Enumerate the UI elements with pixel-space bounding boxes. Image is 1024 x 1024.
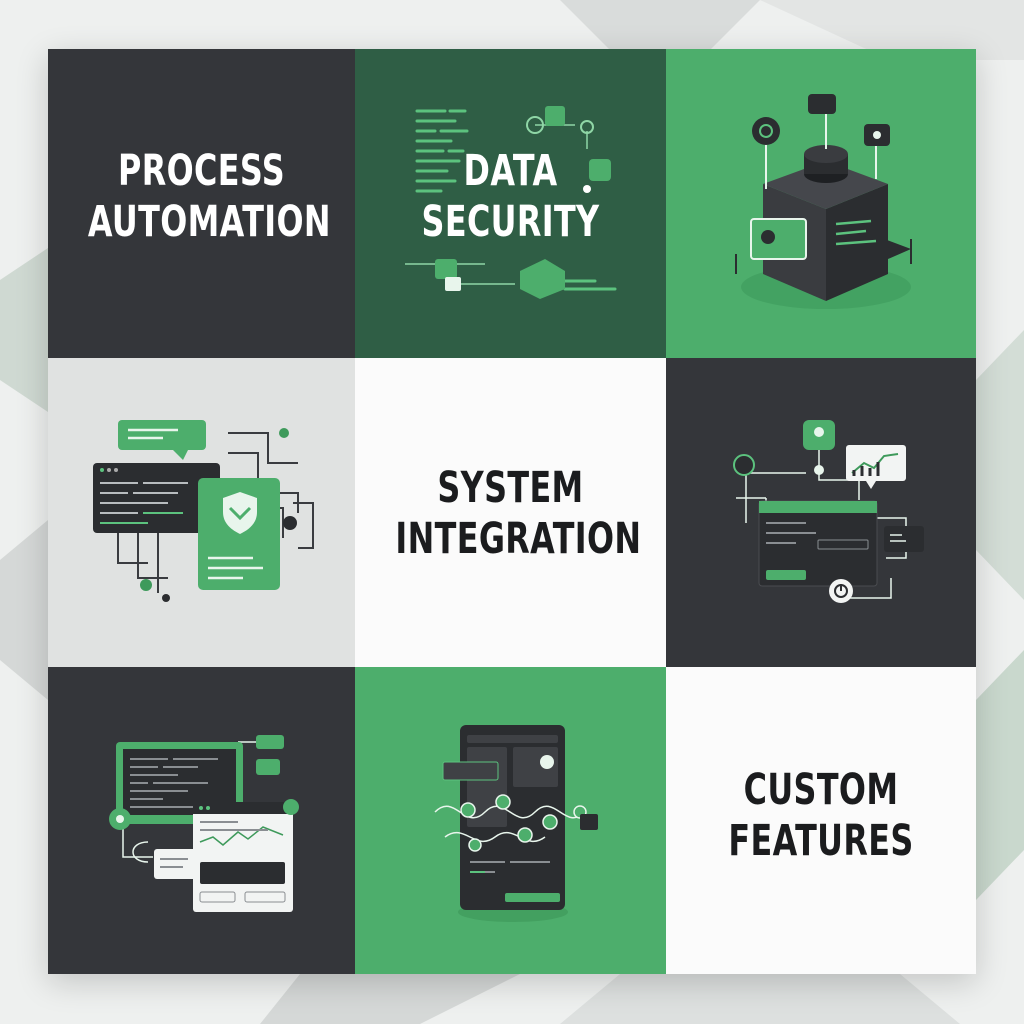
title-line-1: DATA [463, 146, 558, 196]
code-window-icon [93, 463, 220, 533]
lock-icon [445, 277, 461, 291]
title-line-2: SECURITY [421, 197, 600, 247]
tile-dashboard [666, 358, 976, 667]
chart-icon [846, 445, 906, 489]
tile-title: CUSTOM FEATURES [706, 765, 935, 867]
tile-chat-shield [48, 358, 355, 667]
server-cube-icon [735, 94, 912, 309]
shield-icon [223, 492, 257, 534]
title-line-1: CUSTOM [743, 765, 899, 815]
title-line-2: INTEGRATION [395, 514, 642, 564]
tile-custom-features: CUSTOM FEATURES [666, 667, 976, 974]
cloud-icon [545, 106, 565, 126]
tile-title: DATA SECURITY [395, 146, 625, 248]
title-line-2: FEATURES [728, 816, 914, 866]
feature-grid: PROCESS AUTOMATION [48, 49, 976, 974]
title-line-2: AUTOMATION [87, 197, 331, 247]
tile-mobile-app [355, 667, 666, 974]
title-line-1: SYSTEM [437, 463, 584, 513]
title-line-1: PROCESS [118, 146, 285, 196]
tile-system-integration: SYSTEM INTEGRATION [355, 358, 666, 667]
chat-bubble-icon [118, 420, 206, 460]
dashboard-window-icon [758, 500, 878, 587]
tile-process-automation: PROCESS AUTOMATION [48, 49, 355, 358]
tile-title: PROCESS AUTOMATION [87, 146, 331, 248]
mobile-app-icon [434, 725, 598, 922]
network-icon [405, 106, 617, 299]
tile-title: SYSTEM INTEGRATION [395, 463, 642, 565]
tile-monitors [48, 667, 355, 974]
tile-data-security: DATA SECURITY [355, 49, 666, 358]
tile-server-cube [666, 49, 976, 358]
gauge-icon [829, 579, 853, 603]
